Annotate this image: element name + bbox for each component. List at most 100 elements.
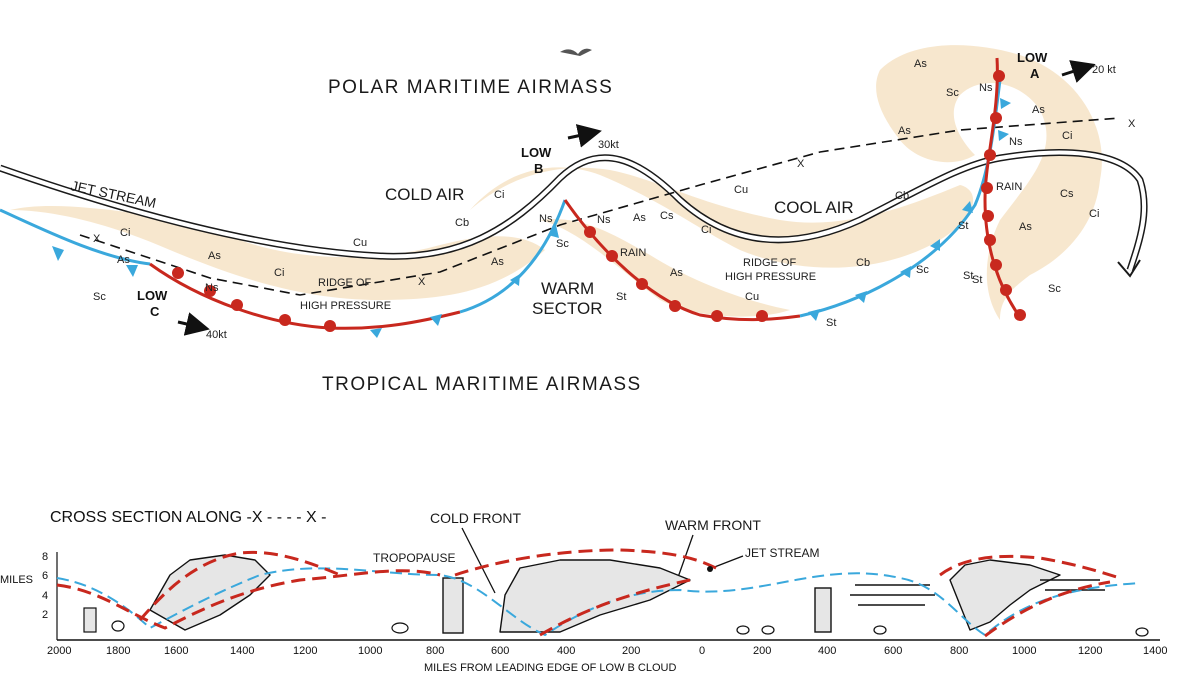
ridge-label-2: RIDGE OF xyxy=(743,257,796,269)
cloud-label: Ci xyxy=(494,189,504,201)
cloud-label: St xyxy=(972,274,982,286)
warm-front-b xyxy=(563,199,801,322)
x-tick: 1400 xyxy=(1143,645,1167,657)
cold-front-triangle xyxy=(900,266,911,278)
cross-section-axes: MILES 8 6 4 2 2000 1800 1600 1400 1200 1… xyxy=(0,551,1167,674)
warm-front-semicircle xyxy=(1014,309,1026,321)
warm-front-semicircle xyxy=(324,320,336,332)
warm-front-c xyxy=(149,262,461,332)
warm-front-semicircle xyxy=(990,259,1002,271)
small-cumulus xyxy=(761,625,775,635)
cloud-label: Cu xyxy=(745,291,759,303)
y-tick: 8 xyxy=(42,551,48,563)
cloud-type-labels: Ci As Sc Ns As Ci Cu Cb Ci As Ns Sc St N… xyxy=(93,58,1099,329)
cold-front-triangle xyxy=(548,225,559,238)
cloud-label: Cb xyxy=(856,257,870,269)
cloud-shield-low-a xyxy=(876,45,1102,320)
x-tick: 2000 xyxy=(47,645,71,657)
warm-front-semicircle xyxy=(584,226,596,238)
x-tick: 0 xyxy=(699,645,705,657)
warm-sector-label-2: SECTOR xyxy=(532,299,603,318)
cloud-label: As xyxy=(633,212,646,224)
warm-front-semicircle xyxy=(981,182,993,194)
arrow-low-a xyxy=(1061,60,1096,83)
y-tick: 6 xyxy=(42,570,48,582)
cold-air-label: COLD AIR xyxy=(385,185,464,204)
cold-front-triangle xyxy=(126,265,138,277)
tropopause-annotation: TROPOPAUSE xyxy=(373,551,455,565)
small-cumulus xyxy=(736,625,750,635)
x-marker: X xyxy=(797,158,805,170)
frontal-surface-line xyxy=(454,548,721,577)
cloud-label: Ci xyxy=(274,267,284,279)
cloud-label: Sc xyxy=(556,238,569,250)
cloud-label: Ns xyxy=(205,282,219,294)
cloud-label: St xyxy=(826,317,836,329)
cloud-layers-warm xyxy=(850,579,1105,606)
cloud-label: Ns xyxy=(1009,136,1023,148)
x-tick: 400 xyxy=(557,645,575,657)
warm-front-semicircle xyxy=(669,300,681,312)
y-tick-labels: 8 6 4 2 xyxy=(42,551,48,621)
cumulus-column xyxy=(814,587,832,633)
x-tick: 1800 xyxy=(106,645,130,657)
warm-front-a xyxy=(981,57,1026,321)
cold-front-b xyxy=(370,199,567,338)
cloud-label: Cb xyxy=(895,190,909,202)
x-marker: X xyxy=(93,233,101,245)
frontal-surface-line xyxy=(56,569,441,630)
cold-front-annotation: COLD FRONT xyxy=(430,510,521,526)
jet-core-dot xyxy=(707,566,713,572)
polar-airmass-label: POLAR MARITIME AIRMASS xyxy=(328,77,613,98)
cumulus-column xyxy=(83,607,97,633)
cloud-label: Cu xyxy=(353,237,367,249)
cloud-label: As xyxy=(898,125,911,137)
ridge-label-1b: HIGH PRESSURE xyxy=(300,300,391,312)
warm-sector-label: WARM xyxy=(541,279,594,298)
cold-front-triangle xyxy=(855,291,867,303)
cloud-label: As xyxy=(117,254,130,266)
x-tick: 600 xyxy=(491,645,509,657)
x-tick: 1200 xyxy=(1078,645,1102,657)
x-tick: 200 xyxy=(753,645,771,657)
warm-front-semicircle xyxy=(1000,284,1012,296)
frontal-surface-line xyxy=(539,578,691,637)
jet-stream-annotation: JET STREAM xyxy=(745,546,819,560)
x-tick-labels: 2000 1800 1600 1400 1200 1000 800 600 40… xyxy=(47,645,1167,657)
warm-front-semicircle xyxy=(984,234,996,246)
warm-front-semicircle xyxy=(172,267,184,279)
cloud-label: Cs xyxy=(1060,188,1074,200)
y-tick: 2 xyxy=(42,609,48,621)
x-marker: X xyxy=(1128,118,1136,130)
cumulus-column xyxy=(442,577,464,634)
warm-front-semicircle xyxy=(204,285,216,297)
gull-icon xyxy=(560,48,592,56)
cool-air-label: COOL AIR xyxy=(774,198,854,217)
cloud-label: Ns xyxy=(979,82,993,94)
cloud-label: As xyxy=(491,256,504,268)
low-c-letter: C xyxy=(150,304,160,319)
x-tick: 800 xyxy=(950,645,968,657)
warm-front-semicircle xyxy=(606,250,618,262)
small-cumulus xyxy=(1135,627,1149,637)
cloud-label: As xyxy=(208,250,221,262)
cloud-label: As xyxy=(670,267,683,279)
cloud-label: As xyxy=(1032,104,1045,116)
warm-front-semicircle xyxy=(984,149,996,161)
warm-front-semicircle xyxy=(231,299,243,311)
cold-front-triangle xyxy=(510,274,520,286)
cloud-label: Cb xyxy=(455,217,469,229)
frontal-surface-line xyxy=(939,554,1121,580)
cloud-label: Cs xyxy=(660,210,674,222)
cold-front-c xyxy=(0,208,151,277)
warm-front-semicircle xyxy=(756,310,768,322)
warm-front-semicircle xyxy=(990,112,1002,124)
low-c-speed: 40kt xyxy=(206,329,227,341)
warm-front-annotation: WARM FRONT xyxy=(665,517,761,533)
cloud-mass-low-a xyxy=(949,559,1061,631)
cloud-label: Sc xyxy=(1048,283,1061,295)
low-b-speed: 30kt xyxy=(598,139,619,151)
low-b-letter: B xyxy=(534,161,543,176)
x-marker: X xyxy=(418,276,426,288)
warm-front-semicircle xyxy=(993,70,1005,82)
